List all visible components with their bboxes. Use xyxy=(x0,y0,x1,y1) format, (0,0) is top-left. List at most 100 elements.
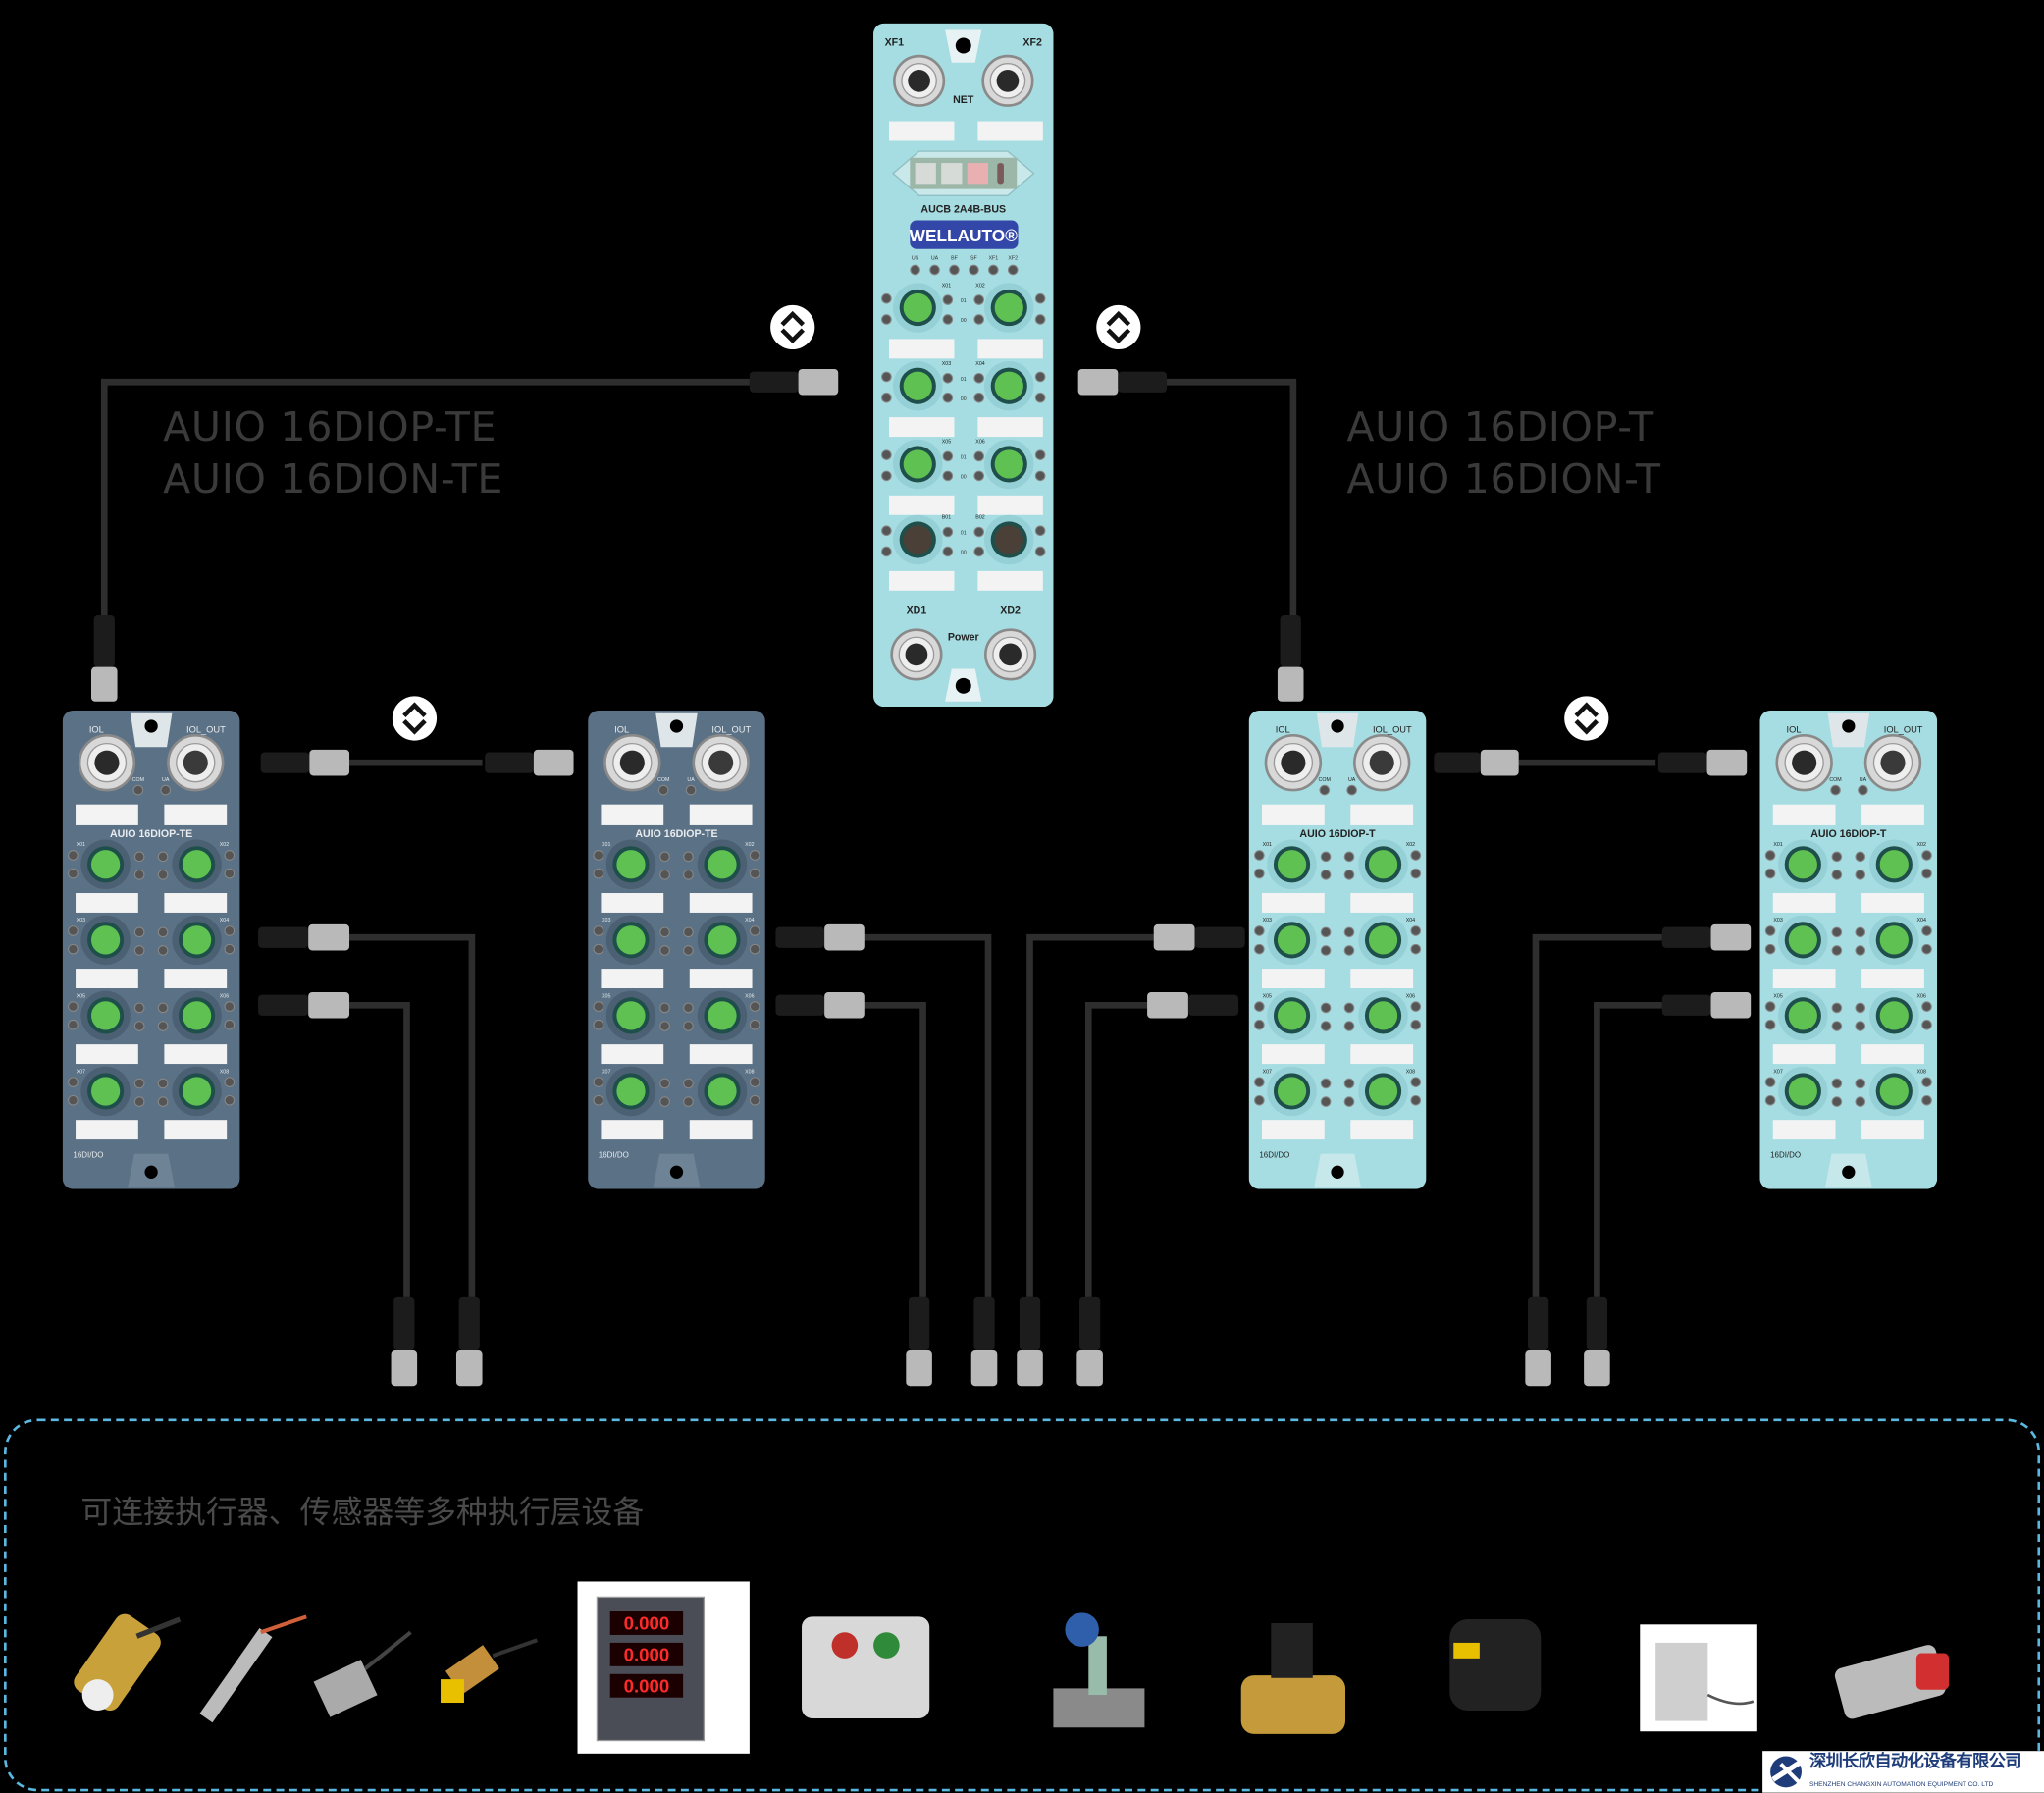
status-led xyxy=(593,1019,604,1030)
cable-connector xyxy=(1017,1296,1043,1387)
metal-port-socket xyxy=(708,750,734,775)
mount-hole xyxy=(955,37,971,54)
port-label: X07 xyxy=(602,1069,610,1075)
module-type-text: 16DI/DO xyxy=(73,1151,103,1160)
status-led xyxy=(1346,784,1357,796)
status-led xyxy=(1343,1078,1355,1089)
status-led xyxy=(68,1094,79,1106)
m12-socket xyxy=(1277,850,1307,879)
m12-socket xyxy=(616,850,646,879)
led-label-com: COM xyxy=(1319,777,1331,783)
link-icon xyxy=(1564,696,1609,741)
connector-body xyxy=(93,615,115,667)
label-strip xyxy=(1350,804,1414,825)
port-label-xf1: XF1 xyxy=(885,36,905,48)
module-type-text: 16DI/DO xyxy=(1770,1151,1801,1160)
label-strip xyxy=(76,1120,138,1140)
led-code: 00 xyxy=(961,396,967,402)
valve-actuator xyxy=(1834,1645,1950,1719)
status-led xyxy=(749,1077,760,1087)
led-label-com: COM xyxy=(132,777,144,783)
led-code: 01 xyxy=(961,531,967,537)
connector-nut xyxy=(309,749,350,776)
port-label: X04 xyxy=(975,361,984,367)
status-led xyxy=(881,546,892,557)
m12-socket xyxy=(1879,850,1909,879)
status-led xyxy=(133,926,145,938)
cable xyxy=(863,1001,926,1297)
port-label: X05 xyxy=(602,993,610,999)
port-label: X06 xyxy=(975,440,984,446)
status-led xyxy=(749,925,760,936)
field-device-caption: 可连接执行器、传感器等多种执行层设备 xyxy=(80,1494,645,1531)
status-led xyxy=(157,1021,169,1031)
status-led xyxy=(659,1021,670,1031)
m12-socket xyxy=(1788,1077,1817,1106)
up-down-chevrons-icon xyxy=(402,702,427,735)
m12-socket xyxy=(903,449,932,479)
m12-socket xyxy=(1277,925,1307,955)
led-code: 00 xyxy=(961,318,967,324)
status-led xyxy=(942,546,954,557)
status-led xyxy=(1410,1077,1422,1087)
port-label: X02 xyxy=(975,283,984,289)
connector-body xyxy=(749,371,799,393)
connector-body xyxy=(1528,1296,1549,1351)
m12-socket xyxy=(708,925,737,955)
status-led xyxy=(1921,1001,1932,1012)
link-icon-bg xyxy=(1564,696,1609,741)
m12-socket xyxy=(182,1077,212,1106)
port-label: X04 xyxy=(1406,918,1415,923)
status-led xyxy=(685,784,697,796)
red-button xyxy=(831,1632,859,1659)
status-led xyxy=(659,851,670,863)
connector-nut xyxy=(455,1350,483,1387)
port-label: X06 xyxy=(1406,993,1415,999)
metal-port-socket xyxy=(996,70,1020,92)
status-led xyxy=(1034,371,1046,383)
status-led xyxy=(973,294,985,305)
rectangular-sensor xyxy=(313,1630,412,1717)
label-strip xyxy=(76,893,138,913)
sensor-cable xyxy=(363,1630,412,1671)
led-label-ua: UA xyxy=(162,777,170,783)
connector-body xyxy=(1280,615,1301,667)
port-label-iol: IOL xyxy=(1276,725,1290,735)
led-label-com: COM xyxy=(1829,777,1841,783)
status-led xyxy=(133,1096,145,1107)
status-led xyxy=(1254,943,1265,955)
status-led xyxy=(1831,1002,1843,1014)
label-strip xyxy=(689,1120,753,1140)
connector-nut xyxy=(308,991,350,1019)
m12-socket xyxy=(708,1001,737,1030)
label-strip xyxy=(1261,1044,1325,1065)
label-strip xyxy=(1350,969,1414,989)
m12-socket xyxy=(1788,925,1817,955)
connector-body xyxy=(775,926,825,948)
label-strip xyxy=(1861,969,1924,989)
port-label: X03 xyxy=(942,361,951,367)
status-led xyxy=(1764,850,1776,861)
cable xyxy=(1594,1001,1662,1297)
port-label: X02 xyxy=(1916,842,1925,848)
status-led xyxy=(1831,1021,1843,1031)
status-led xyxy=(1254,1019,1265,1030)
status-led xyxy=(1343,926,1355,938)
port-label: X01 xyxy=(1773,842,1782,848)
status-led xyxy=(160,784,172,796)
status-led xyxy=(659,870,670,880)
label-strip xyxy=(1772,893,1836,913)
port-label: X05 xyxy=(77,993,85,999)
label-strip xyxy=(977,495,1043,515)
label-strip xyxy=(164,893,228,913)
meter-display xyxy=(609,1673,684,1698)
metal-port-socket xyxy=(999,643,1022,666)
up-down-chevrons-icon xyxy=(1106,310,1131,344)
port-label: X06 xyxy=(220,993,229,999)
connector-body xyxy=(908,1296,930,1351)
m12-socket xyxy=(708,850,737,879)
